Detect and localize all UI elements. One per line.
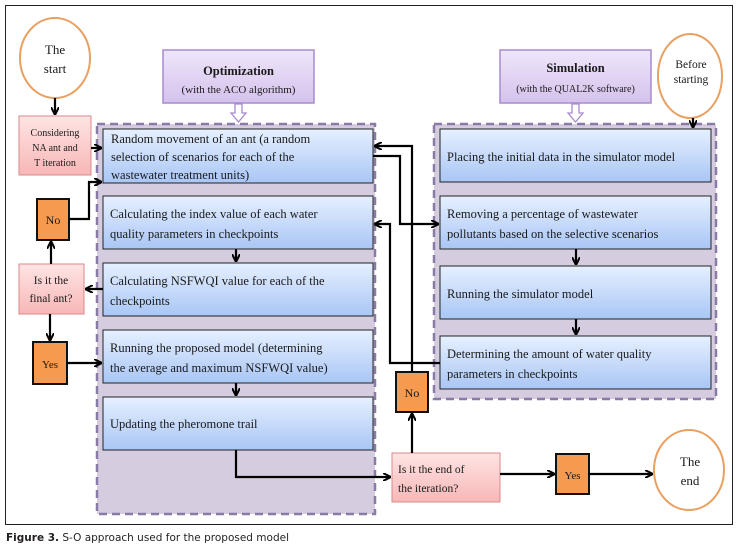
before-starting-line-1: Before: [675, 59, 706, 71]
before-starting-line-2: starting: [674, 74, 709, 86]
opt-step-2-line-2: quality parameters in checkpoints: [110, 227, 278, 241]
simulation-header: Simulation (with the QUAL2K software): [499, 49, 652, 104]
opt-step-3-line-2: checkpoints: [110, 294, 170, 308]
simulation-hollow-arrow-icon: [566, 103, 585, 124]
opt-step-random-movement: Random movement of an ant (a random sele…: [102, 128, 374, 184]
yes-bottom-label: Yes: [564, 470, 580, 482]
figure-caption: Figure 3. S-O approach used for the prop…: [6, 532, 289, 544]
arrow-determining-to-step2: [375, 224, 440, 365]
opt-step-1-line-2: selection of scenarios for each of the: [111, 150, 295, 164]
opt-step-5-line-1: Updating the pheromone trail: [110, 417, 258, 431]
arrow-no-to-step1-right: [375, 146, 414, 372]
opt-step-4-line-2: the average and maximum NSFWQI value): [110, 361, 328, 375]
sim-step-determining: Determining the amount of water quality …: [439, 335, 712, 390]
no-center-label: No: [405, 386, 420, 400]
start-label-line-2: start: [44, 61, 67, 76]
no-left-label: No: [46, 213, 61, 227]
yes-box-bottom: Yes: [555, 453, 590, 495]
optimization-title: Optimization: [203, 64, 274, 78]
arrow-step1-to-removing: [373, 154, 438, 224]
sim-step-1-line-1: Placing the initial data in the simulato…: [447, 150, 676, 164]
caption-label: Figure 3.: [6, 532, 60, 544]
final-ant-line-1: Is it the: [34, 275, 69, 287]
optimization-subtitle: (with the ACO algorithm): [182, 84, 296, 96]
sim-step-3-line-1: Running the simulator model: [447, 287, 594, 301]
considering-box: Considering NA ant and T iteration: [18, 115, 92, 176]
opt-step-pheromone: Updating the pheromone trail: [102, 396, 374, 451]
opt-step-3-line-1: Calculating NSFWQI value for each of the: [110, 274, 325, 288]
start-node: The start: [19, 17, 91, 99]
sim-step-removing: Removing a percentage of wastewater poll…: [439, 195, 712, 250]
sim-step-4-line-2: parameters in checkpoints: [447, 367, 578, 381]
end-iteration-line-2: the iteration?: [398, 483, 458, 495]
sim-step-running-simulator: Running the simulator model: [439, 265, 712, 320]
simulation-subtitle: (with the QUAL2K software): [516, 84, 635, 95]
final-ant-line-2: final ant?: [29, 293, 72, 305]
no-box-left: No: [36, 198, 70, 241]
final-ant-decision: Is it the final ant?: [18, 263, 85, 315]
arrow-step5-to-end-iteration: [234, 450, 390, 477]
arrow-no-to-step1: [69, 182, 101, 221]
yes-box-left: Yes: [32, 341, 68, 385]
opt-step-running-model: Running the proposed model (determining …: [102, 329, 374, 384]
opt-step-1-line-3: wastewater treatment units): [111, 168, 249, 182]
before-starting-node: Before starting: [657, 33, 723, 119]
opt-step-2-line-1: Calculating the index value of each wate…: [110, 207, 318, 221]
opt-step-4-line-1: Running the proposed model (determining: [110, 341, 323, 355]
considering-line-3: T iteration: [34, 158, 76, 169]
sim-step-2-line-1: Removing a percentage of wastewater: [447, 207, 639, 221]
sim-step-initial-data: Placing the initial data in the simulato…: [439, 128, 712, 183]
sim-step-2-line-2: pollutants based on the selective scenar…: [447, 227, 659, 241]
opt-step-nsfwqi: Calculating NSFWQI value for each of the…: [102, 262, 374, 317]
start-label-line-1: The: [45, 42, 65, 57]
sim-step-4-line-1: Determining the amount of water quality: [447, 347, 652, 361]
optimization-hollow-arrow-icon: [229, 103, 248, 124]
end-label-line-2: end: [681, 473, 700, 488]
yes-left-label: Yes: [42, 359, 58, 371]
end-label-line-1: The: [680, 454, 700, 469]
end-iteration-decision: Is it the end of the iteration?: [391, 452, 501, 503]
opt-step-index-value: Calculating the index value of each wate…: [102, 195, 374, 250]
connectors: [50, 98, 693, 477]
simulation-title: Simulation: [546, 61, 604, 75]
end-iteration-line-1: Is it the end of: [398, 464, 465, 476]
considering-line-2: NA ant and: [32, 143, 78, 154]
opt-step-1-line-1: Random movement of an ant (a random: [111, 132, 311, 146]
end-node: The end: [653, 429, 725, 511]
caption-text: S-O approach used for the proposed model: [59, 532, 290, 544]
considering-line-1: Considering: [31, 128, 80, 139]
no-box-center: No: [395, 371, 429, 413]
optimization-header: Optimization (with the ACO algorithm): [162, 49, 315, 104]
